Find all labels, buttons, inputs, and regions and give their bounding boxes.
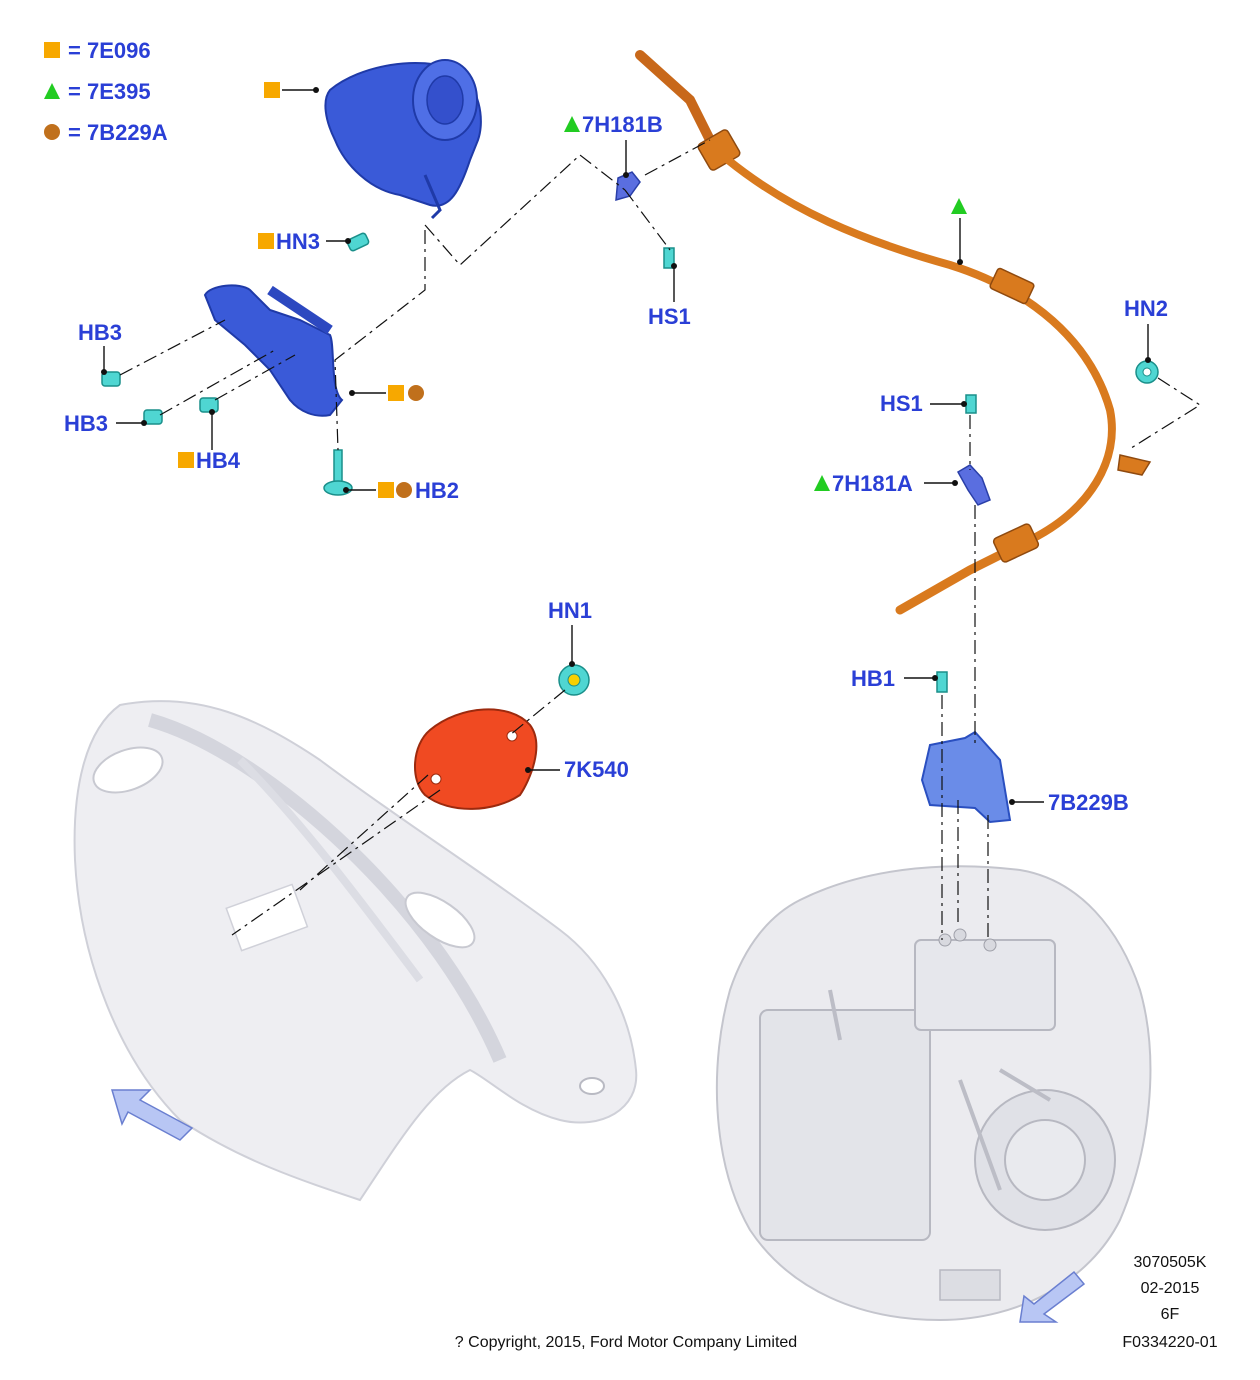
circle-marker: [396, 482, 412, 498]
callout-hb1: HB1: [851, 666, 895, 691]
footer-variant: 6F: [1161, 1306, 1180, 1323]
actuator-bracket: [203, 284, 344, 417]
triangle-marker: [814, 475, 830, 491]
callout-7k540: 7K540: [564, 757, 629, 782]
bolt-hb1: [936, 671, 948, 693]
square-marker: [178, 452, 194, 468]
fastener-hb3-upper: [101, 371, 121, 387]
callout-hb2: HB2: [415, 478, 459, 503]
legend-circle-marker: [44, 124, 60, 140]
transmission-shield-housing: [73, 700, 638, 1202]
footer-figure-id: F0334220-01: [1122, 1334, 1217, 1351]
callout-7h181b: 7H181B: [582, 112, 663, 137]
legend: = 7E096 = 7E395 = 7B229A: [44, 38, 168, 145]
housing-slot-hole: [92, 746, 164, 794]
footer-date: 02-2015: [1141, 1280, 1200, 1297]
footer: 3070505K 02-2015 6F F0334220-01 ? Copyri…: [455, 1254, 1218, 1351]
view-direction-arrow: [1019, 1270, 1086, 1323]
retaining-clip-7H181B: [615, 171, 641, 202]
triangle-marker: [564, 116, 580, 132]
assembly-lines: [119, 139, 1202, 940]
housing-slot-hole: [404, 891, 476, 949]
housing-bolt-hole: [579, 1077, 605, 1095]
callout-markers: [178, 82, 967, 498]
callout-hb3-lower: HB3: [64, 411, 108, 436]
square-marker: [264, 82, 280, 98]
triangle-marker: [951, 198, 967, 214]
shift-cable-7E395: [635, 50, 1152, 615]
callout-hs1-lower: HS1: [880, 391, 923, 416]
legend-item-3: = 7B229A: [68, 120, 168, 145]
transmission-assembly: [715, 865, 1152, 1322]
callout-hn1: HN1: [548, 598, 592, 623]
legend-item-1: = 7E096: [68, 38, 151, 63]
circle-marker: [408, 385, 424, 401]
callout-hs1-upper: HS1: [648, 304, 691, 329]
legend-item-2: = 7E395: [68, 79, 151, 104]
callout-hn3: HN3: [276, 229, 320, 254]
footer-code: 3070505K: [1134, 1254, 1207, 1271]
square-marker: [388, 385, 404, 401]
shift-actuator-7E096: [324, 59, 482, 220]
retaining-clip-7H181A: [956, 464, 991, 506]
view-direction-arrow: [110, 1089, 194, 1141]
callout-hb4: HB4: [196, 448, 241, 473]
callout-hb3-upper: HB3: [78, 320, 122, 345]
fastener-hn3: [346, 232, 370, 252]
callout-hn2: HN2: [1124, 296, 1168, 321]
callout-labels: HN3 HB3 HB3 HB4 HB2 7H181B HS1 HN2 HS1 7…: [64, 112, 1168, 815]
callout-7b229b: 7B229B: [1048, 790, 1129, 815]
square-marker: [258, 233, 274, 249]
bracket-7B229B: [920, 730, 1012, 824]
fastener-hb3-lower: [143, 409, 163, 425]
nut-hn2: [1135, 360, 1159, 384]
copyright-notice: ? Copyright, 2015, Ford Motor Company Li…: [455, 1334, 797, 1351]
heat-shield-7K540: [413, 708, 538, 810]
callout-7h181a: 7H181A: [832, 471, 913, 496]
leader-lines: [101, 87, 1151, 805]
screw-hs1-upper: [663, 247, 675, 269]
screw-hs1-lower: [965, 394, 977, 414]
legend-square-marker: [44, 42, 60, 58]
square-marker: [378, 482, 394, 498]
legend-triangle-marker: [44, 83, 60, 99]
